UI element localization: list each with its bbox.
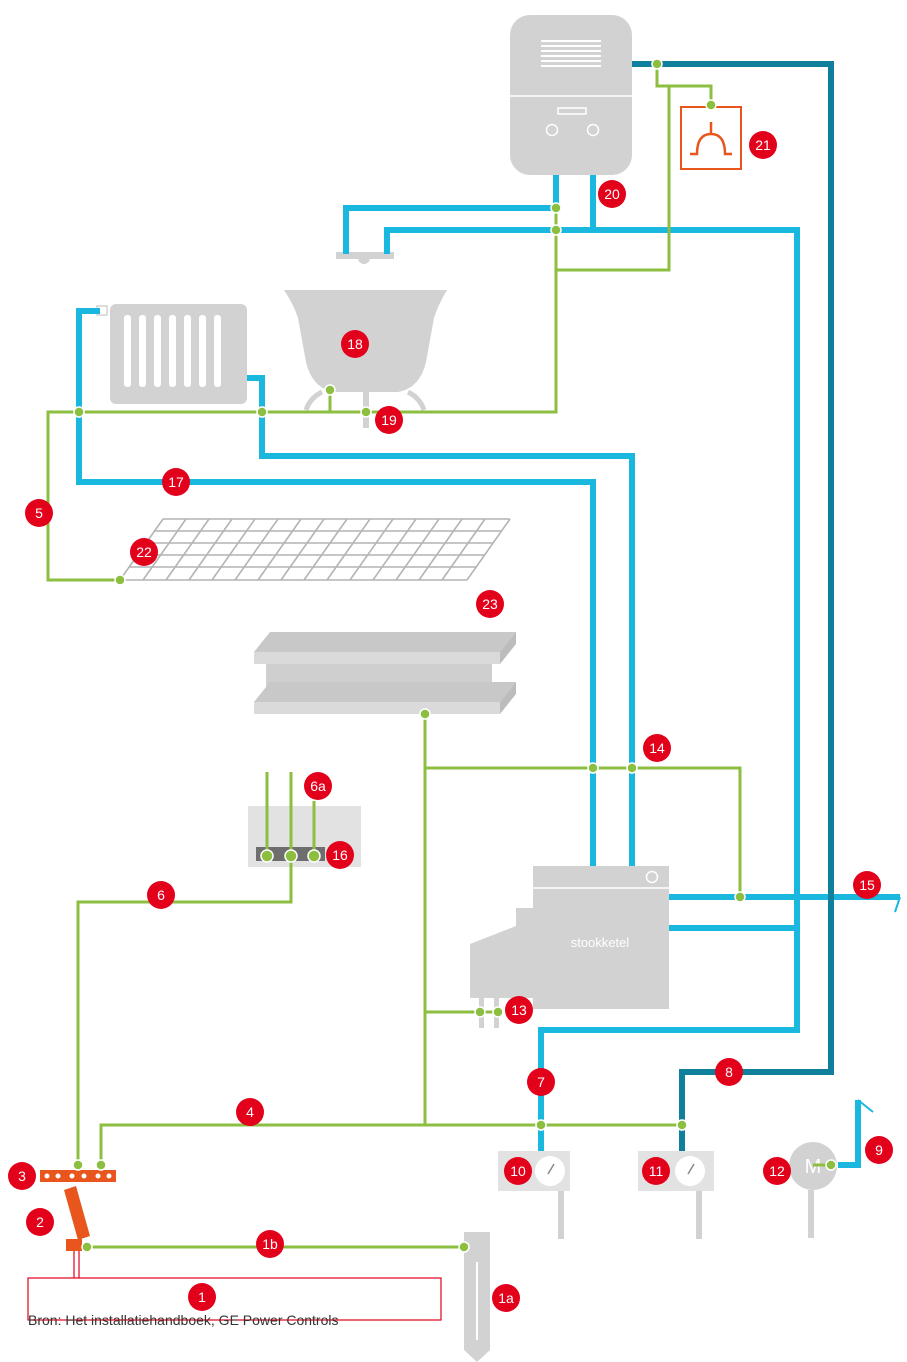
badge-13: 13 xyxy=(505,996,533,1024)
svg-text:5: 5 xyxy=(35,505,43,521)
water-heater-icon xyxy=(510,15,632,175)
gas-pipe xyxy=(632,61,834,1151)
badge-22: 22 xyxy=(130,538,158,566)
svg-text:20: 20 xyxy=(604,186,620,202)
main-earth-terminal-icon xyxy=(40,1170,116,1278)
badge-1b: 1b xyxy=(256,1230,284,1258)
svg-text:12: 12 xyxy=(769,1163,785,1179)
earth-rod-icon xyxy=(464,1232,490,1362)
badge-3: 3 xyxy=(8,1162,36,1190)
badge-23: 23 xyxy=(476,590,504,618)
connection-dots xyxy=(72,58,837,1253)
badge-10: 10 xyxy=(504,1157,532,1185)
tap-fitting-icon xyxy=(336,252,394,264)
radiator-icon xyxy=(96,304,247,404)
pipe-arrows xyxy=(857,896,901,1113)
pump-icon: M xyxy=(789,1142,837,1238)
pump-meter-letter: M xyxy=(805,1156,822,1178)
badge-1: 1 xyxy=(188,1283,216,1311)
badge-4: 4 xyxy=(236,1098,264,1126)
svg-text:14: 14 xyxy=(649,740,665,756)
svg-text:21: 21 xyxy=(755,137,771,153)
badge-19: 19 xyxy=(375,406,403,434)
badge-6: 6 xyxy=(147,881,175,909)
badge-2: 2 xyxy=(26,1208,54,1236)
badge-6a: 6a xyxy=(304,772,332,800)
badge-16: 16 xyxy=(326,841,354,869)
badge-12: 12 xyxy=(763,1157,791,1185)
badge-11: 11 xyxy=(642,1157,670,1185)
svg-text:17: 17 xyxy=(168,474,184,490)
gas-meter-icon xyxy=(680,106,742,170)
svg-text:1: 1 xyxy=(198,1289,206,1305)
svg-text:1b: 1b xyxy=(262,1236,278,1252)
badge-8: 8 xyxy=(715,1058,743,1086)
svg-text:13: 13 xyxy=(511,1002,527,1018)
svg-text:6a: 6a xyxy=(310,778,326,794)
svg-text:22: 22 xyxy=(136,544,152,560)
badge-9: 9 xyxy=(865,1136,893,1164)
badge-21: 21 xyxy=(749,131,777,159)
water-meter-11-icon xyxy=(638,1151,714,1239)
svg-text:18: 18 xyxy=(347,336,363,352)
badge-18: 18 xyxy=(341,330,369,358)
boiler-icon: stookketel xyxy=(470,866,669,1028)
source-caption: Bron: Het installatiehandboek, GE Power … xyxy=(28,1312,339,1328)
svg-text:11: 11 xyxy=(649,1163,664,1179)
steel-beam-icon xyxy=(254,632,516,714)
svg-text:15: 15 xyxy=(859,877,875,893)
svg-text:9: 9 xyxy=(875,1142,883,1158)
badge-7: 7 xyxy=(527,1068,555,1096)
svg-text:4: 4 xyxy=(246,1104,254,1120)
svg-text:3: 3 xyxy=(18,1168,26,1184)
svg-text:1a: 1a xyxy=(498,1290,514,1306)
mesh-icon xyxy=(119,518,511,581)
svg-text:8: 8 xyxy=(725,1064,733,1080)
badge-15: 15 xyxy=(853,871,881,899)
source-box: Bron: Het installatiehandboek, GE Power … xyxy=(27,1277,442,1328)
svg-text:7: 7 xyxy=(537,1074,545,1090)
badge-20: 20 xyxy=(598,180,626,208)
svg-text:6: 6 xyxy=(157,887,165,903)
boiler-label: stookketel xyxy=(571,935,630,950)
badge-5: 5 xyxy=(25,499,53,527)
svg-text:19: 19 xyxy=(381,412,397,428)
badge-17: 17 xyxy=(162,468,190,496)
svg-text:16: 16 xyxy=(332,847,348,863)
badge-14: 14 xyxy=(643,734,671,762)
svg-text:10: 10 xyxy=(510,1163,526,1179)
badge-1a: 1a xyxy=(492,1284,520,1312)
svg-text:23: 23 xyxy=(482,596,498,612)
svg-text:2: 2 xyxy=(36,1214,44,1230)
